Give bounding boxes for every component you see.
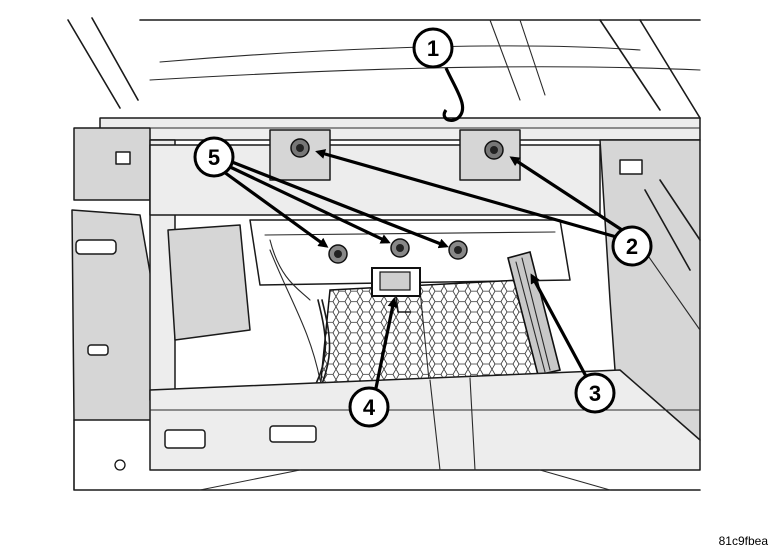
callout-4-leader — [374, 297, 398, 389]
callout-5-leader-a — [223, 170, 329, 248]
callout-5-leader-c — [231, 160, 449, 249]
callout-2-label: 2 — [626, 234, 638, 259]
callout-3-leader — [530, 273, 590, 381]
callout-3: 3 — [574, 372, 616, 414]
electrical-connector — [371, 267, 421, 313]
upper-body-structure — [67, 17, 701, 119]
callout-2: 2 — [611, 225, 653, 267]
callout-5: 5 — [193, 136, 235, 178]
lower-trim — [73, 369, 701, 491]
dash-top-rail — [99, 117, 701, 141]
callout-1-leader — [442, 67, 465, 123]
callout-5-label: 5 — [208, 145, 220, 170]
callout-2-leader-a — [315, 149, 621, 240]
callout-5-leader-b — [227, 164, 391, 244]
callout-2-leader-b — [509, 156, 623, 232]
figure-reference-code: 81c9fbea — [718, 534, 768, 548]
callout-1: 1 — [412, 27, 454, 69]
callout-4-label: 4 — [363, 395, 376, 420]
callout-3-label: 3 — [589, 381, 601, 406]
mesh-area — [319, 279, 541, 391]
callout-4: 4 — [348, 386, 390, 428]
tether-strap — [507, 251, 561, 376]
callout-1-label: 1 — [427, 36, 439, 61]
airbag-module — [249, 219, 571, 286]
